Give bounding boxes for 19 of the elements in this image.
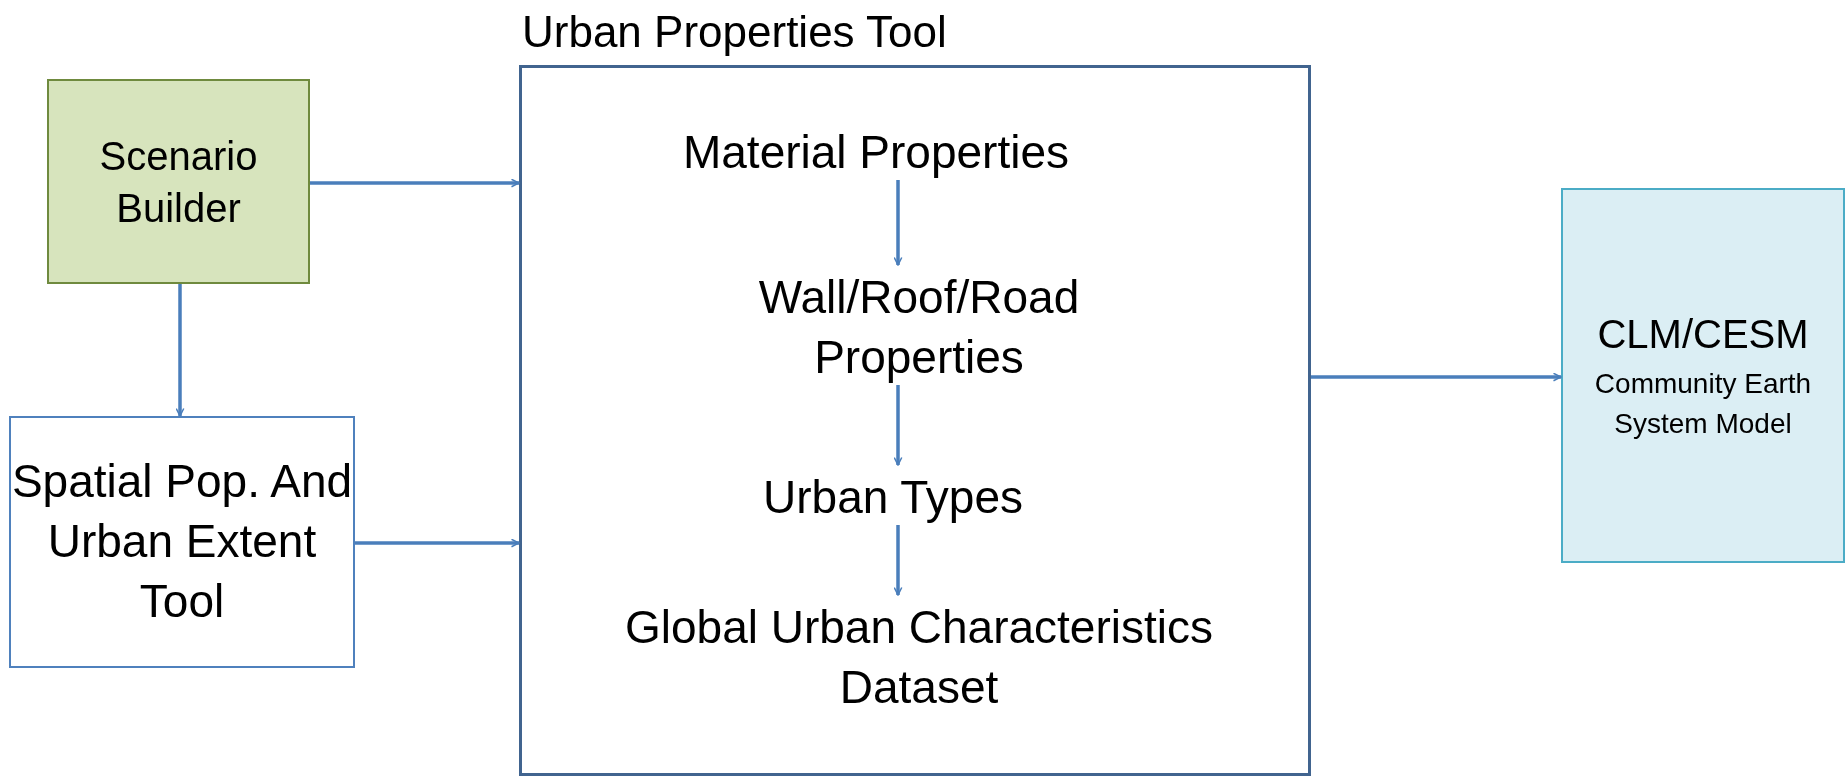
node-title: Scenario Builder <box>98 132 259 232</box>
arrow <box>893 525 903 596</box>
node-title: Spatial Pop. And Urban Extent Tool <box>11 454 353 629</box>
node-title: Urban Types <box>763 470 1023 526</box>
process-box <box>9 416 355 668</box>
process-box <box>1561 188 1845 563</box>
arrow <box>893 385 903 466</box>
arrow <box>175 284 185 417</box>
node-title: Material Properties <box>682 125 1069 181</box>
arrow <box>1311 372 1562 382</box>
frame-heading: Urban Properties Tool <box>522 6 947 58</box>
node-title: Global Urban Characteristics Dataset <box>624 600 1214 715</box>
arrow <box>310 178 520 188</box>
node-subtitle: Community Earth System Model <box>1593 367 1813 441</box>
node-title: Wall/Roof/Road Properties <box>757 270 1081 385</box>
arrow <box>893 180 903 266</box>
arrow <box>355 538 520 548</box>
node-title: CLM/CESM <box>1597 311 1809 359</box>
process-box <box>47 79 310 284</box>
